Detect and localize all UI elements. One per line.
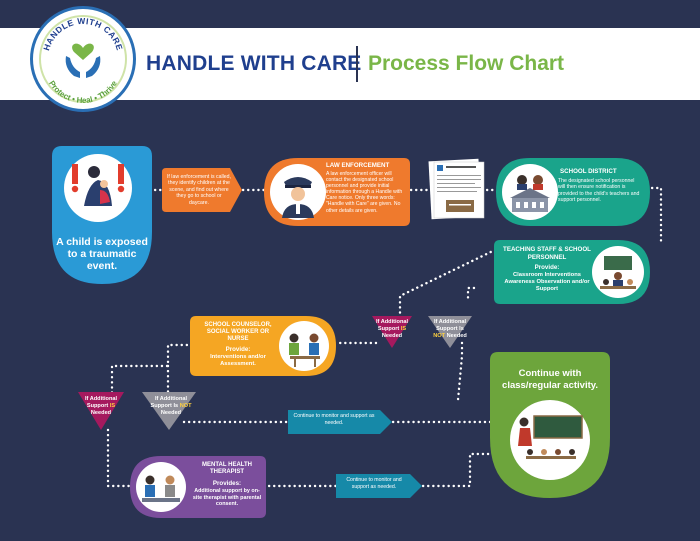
- counselor-title: SCHOOL COUNSELOR, SOCIAL WORKER OR NURSE: [204, 322, 272, 343]
- counselor-provide: Provide:: [225, 346, 251, 353]
- law-card-shape: [264, 158, 410, 226]
- mental-items: Additional support by on-site therapist …: [192, 488, 262, 508]
- police-officer-icon: [282, 177, 314, 218]
- monitor-tag-1-text: Continue to monitor and support as neede…: [293, 413, 375, 426]
- district-text: The designated school personnel will the…: [558, 178, 640, 203]
- therapist-icon: [142, 475, 180, 502]
- counselor-icon: [289, 333, 320, 367]
- monitor-tag-2-text: Continue to monitor and support as neede…: [346, 477, 402, 490]
- district-title: SCHOOL DISTRICT: [560, 168, 617, 175]
- decision-triangles-right: [372, 316, 472, 348]
- monitor-tag-2-shape: [336, 474, 422, 498]
- decision-is-needed-right: If Additional Support IS Needed: [375, 319, 409, 339]
- decision-not-needed-right: If Additional Support Is NOT Needed: [433, 319, 467, 339]
- classroom-icon: [600, 256, 636, 289]
- mental-title: MENTAL HEALTH THERAPIST: [202, 462, 252, 476]
- monitor-tag-1-shape: [288, 410, 392, 434]
- police-note-shape: [162, 168, 242, 212]
- teaching-provide: Provide:: [534, 264, 560, 271]
- decision-not-needed-left: If Additional Support Is NOT Needed: [150, 396, 192, 416]
- hands-heart-icon: HANDLE WITH CARE Protect • Heal • Thrive: [41, 16, 124, 105]
- child-text: A child is exposed to a traumatic event.: [56, 236, 148, 272]
- law-title: LAW ENFORCEMENT: [326, 162, 390, 169]
- mental-card-shape: [130, 456, 266, 518]
- child-card-shape: [52, 146, 152, 284]
- decision-triangles-left: [78, 392, 196, 430]
- teaching-items: Classroom Interventions Awareness Observ…: [504, 272, 590, 292]
- title-divider: [356, 46, 358, 82]
- continue-text: Continue with class/regular activity.: [502, 368, 598, 391]
- page-title: HANDLE WITH CARE: [146, 52, 362, 75]
- police-note-text: If law enforcement is called, they ident…: [166, 174, 231, 206]
- notice-document-icon: [428, 158, 485, 220]
- district-card-shape: [496, 158, 650, 226]
- counselor-card-shape: [190, 316, 336, 376]
- mental-provide: Provides:: [212, 480, 242, 487]
- logo: HANDLE WITH CARE Protect • Heal • Thrive: [30, 6, 136, 112]
- continue-card-shape: [490, 352, 610, 498]
- school-building-icon: [510, 175, 550, 212]
- page-subtitle: Process Flow Chart: [368, 52, 565, 75]
- teacher-icon: [518, 415, 583, 459]
- teaching-title: TEACHING STAFF & SCHOOL PERSONNEL: [503, 246, 591, 261]
- exclamation-icon: [71, 164, 125, 206]
- law-text: A law enforcement officer will contact t…: [326, 171, 403, 214]
- counselor-items: Interventions and/or Assessment.: [210, 354, 266, 367]
- decision-is-needed-left: If Additional Support IS Needed: [84, 396, 118, 416]
- teaching-card-shape: [494, 240, 650, 304]
